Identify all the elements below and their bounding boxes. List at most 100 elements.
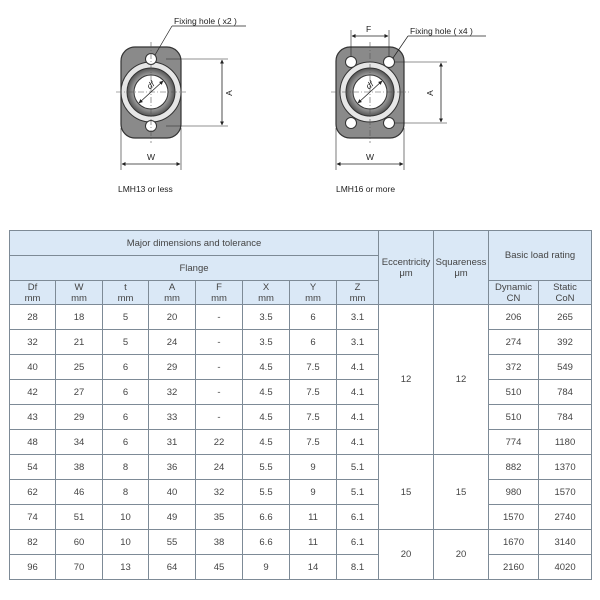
table-cell: 51 xyxy=(55,504,103,530)
table-cell: 5.1 xyxy=(335,454,380,480)
dynamic-load-cell: 372 xyxy=(488,354,540,380)
table-cell: 4.1 xyxy=(335,354,380,380)
table-cell: 32 xyxy=(195,479,243,505)
table-cell: 24 xyxy=(148,329,196,355)
table-cell: 70 xyxy=(55,554,103,580)
table-cell: 3.5 xyxy=(242,329,290,355)
table-cell: 74 xyxy=(9,504,56,530)
fixing-hole-label-right: Fixing hole ( x4 ) xyxy=(410,26,473,36)
static-load-cell: 784 xyxy=(538,404,593,430)
header-basic-load-rating: Basic load rating xyxy=(488,230,593,281)
dynamic-load-cell: 1670 xyxy=(488,529,540,555)
table-cell: 6 xyxy=(102,429,149,455)
table-cell: 6 xyxy=(102,379,149,405)
caption-lmh13: LMH13 or less xyxy=(118,184,173,194)
table-cell: 7.5 xyxy=(289,404,337,430)
table-cell: 42 xyxy=(9,379,56,405)
table-cell: 5 xyxy=(102,304,149,330)
table-cell: 6 xyxy=(289,329,337,355)
table-cell: 24 xyxy=(195,454,243,480)
table-cell: - xyxy=(195,354,243,380)
table-cell: 8.1 xyxy=(335,554,380,580)
table-cell: 4.1 xyxy=(335,379,380,405)
static-load-cell: 4020 xyxy=(538,554,593,580)
table-cell: 10 xyxy=(102,529,149,555)
table-cell: 8 xyxy=(102,454,149,480)
table-cell: 38 xyxy=(195,529,243,555)
table-cell: 6.6 xyxy=(242,504,290,530)
table-cell: 29 xyxy=(148,354,196,380)
table-cell: 8 xyxy=(102,479,149,505)
table-cell: 11 xyxy=(289,529,337,555)
table-cell: 9 xyxy=(242,554,290,580)
table-cell: 27 xyxy=(55,379,103,405)
table-cell: 4.5 xyxy=(242,404,290,430)
table-cell: 6.6 xyxy=(242,529,290,555)
dim-w-label-left: W xyxy=(147,152,156,162)
table-cell: 6 xyxy=(102,354,149,380)
dynamic-load-cell: 206 xyxy=(488,304,540,330)
table-cell: 13 xyxy=(102,554,149,580)
table-cell: 64 xyxy=(148,554,196,580)
table-cell: 4.5 xyxy=(242,429,290,455)
table-cell: 54 xyxy=(9,454,56,480)
static-load-cell: 1370 xyxy=(538,454,593,480)
static-load-cell: 549 xyxy=(538,354,593,380)
table-cell: 20 xyxy=(148,304,196,330)
table-cell: 96 xyxy=(9,554,56,580)
table-cell: 9 xyxy=(289,454,337,480)
table-cell: - xyxy=(195,304,243,330)
header-major-dimensions: Major dimensions and tolerance xyxy=(8,230,380,256)
header-squareness: Squareness μm xyxy=(433,230,490,305)
table-cell: 48 xyxy=(9,429,56,455)
table-cell: 7.5 xyxy=(289,354,337,380)
dimension-table: Major dimensions and tolerance Eccentric… xyxy=(8,230,593,580)
table-cell: 3.1 xyxy=(335,329,380,355)
table-cell: 5 xyxy=(102,329,149,355)
squareness-cell: 20 xyxy=(433,529,490,580)
flange-right-drawing xyxy=(331,30,486,170)
table-cell: 28 xyxy=(9,304,56,330)
table-cell: 4.5 xyxy=(242,379,290,405)
table-cell: 40 xyxy=(148,479,196,505)
eccentricity-cell: 15 xyxy=(378,454,435,530)
table-cell: 7.5 xyxy=(289,429,337,455)
table-cell: 35 xyxy=(195,504,243,530)
dynamic-load-cell: 2160 xyxy=(488,554,540,580)
dynamic-load-cell: 510 xyxy=(488,379,540,405)
table-cell: 5.1 xyxy=(335,479,380,505)
static-load-cell: 784 xyxy=(538,379,593,405)
table-cell: 32 xyxy=(9,329,56,355)
static-load-cell: 3140 xyxy=(538,529,593,555)
table-cell: 33 xyxy=(148,404,196,430)
table-cell: 29 xyxy=(55,404,103,430)
dynamic-load-cell: 882 xyxy=(488,454,540,480)
dynamic-load-cell: 274 xyxy=(488,329,540,355)
table-cell: 34 xyxy=(55,429,103,455)
table-cell: 14 xyxy=(289,554,337,580)
header-eccentricity: Eccentricity μm xyxy=(378,230,435,305)
table-cell: 21 xyxy=(55,329,103,355)
eccentricity-cell: 20 xyxy=(378,529,435,580)
table-cell: - xyxy=(195,329,243,355)
table-cell: 4.1 xyxy=(335,429,380,455)
squareness-cell: 15 xyxy=(433,454,490,530)
table-cell: 31 xyxy=(148,429,196,455)
table-cell: 45 xyxy=(195,554,243,580)
dynamic-load-cell: 774 xyxy=(488,429,540,455)
table-cell: 6 xyxy=(289,304,337,330)
static-load-cell: 2740 xyxy=(538,504,593,530)
table-cell: 18 xyxy=(55,304,103,330)
table-cell: 6 xyxy=(102,404,149,430)
